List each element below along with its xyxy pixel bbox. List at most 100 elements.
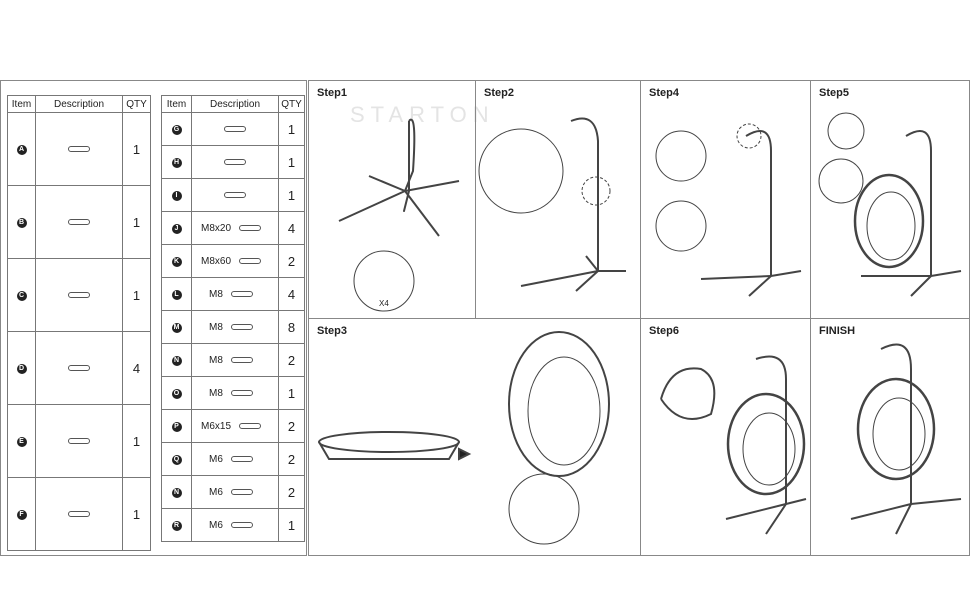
part-row: G 1 <box>161 112 305 146</box>
part-qty: 1 <box>122 258 151 332</box>
part-qty: 1 <box>278 178 305 212</box>
part-qty: 1 <box>122 404 151 478</box>
washer-icon <box>230 455 253 462</box>
cushion-icon <box>68 437 90 444</box>
step6-panel: Step6 <box>640 318 811 556</box>
part-qty: 2 <box>278 409 305 443</box>
part-row: E 1 <box>7 404 151 478</box>
step1-panel: Step1 X4 <box>308 80 476 319</box>
part-row: K M8x60 2 <box>161 244 305 278</box>
item-letter: L <box>171 290 182 300</box>
bolt-icon <box>239 422 261 429</box>
washer-icon <box>230 323 253 330</box>
part-qty: 2 <box>278 244 305 278</box>
header-description: Description <box>35 95 123 113</box>
item-letter: Q <box>171 455 182 465</box>
step1-diagram <box>338 118 460 312</box>
part-qty: 1 <box>278 508 305 542</box>
egg-chair-basket-icon <box>68 145 90 152</box>
part-row: J M8x20 4 <box>161 211 305 245</box>
item-letter: F <box>16 510 27 520</box>
part-row: O M8 1 <box>161 376 305 410</box>
part-row: N M8 2 <box>161 343 305 377</box>
part-qty: 1 <box>278 112 305 146</box>
step4-title: Step4 <box>649 87 679 99</box>
part-row: B 1 <box>7 185 151 259</box>
item-letter: B <box>16 218 27 228</box>
item-letter: J <box>171 224 182 234</box>
item-letter: R <box>171 521 182 531</box>
item-letter: H <box>171 158 182 168</box>
part-row: N M6 2 <box>161 475 305 509</box>
item-letter: M <box>171 323 182 333</box>
finish-panel: FINISH <box>810 318 970 556</box>
item-letter: G <box>171 125 182 135</box>
part-qty: 1 <box>278 376 305 410</box>
part-row: P M6x15 2 <box>161 409 305 443</box>
part-description: M8x20 <box>200 222 231 234</box>
step3-panel: Step3 <box>308 318 641 556</box>
step4-diagram <box>655 123 802 297</box>
item-letter: O <box>171 389 182 399</box>
part-qty: 4 <box>122 331 151 405</box>
nut-icon <box>230 488 253 495</box>
spring-icon <box>224 191 246 198</box>
item-letter: E <box>16 437 27 447</box>
step5-title: Step5 <box>819 87 849 99</box>
part-qty: 1 <box>122 477 151 551</box>
part-qty: 1 <box>122 185 151 259</box>
step4-panel: Step4 <box>640 80 811 319</box>
item-letter: D <box>16 364 27 374</box>
step3-diagram <box>318 331 610 545</box>
header-qty: QTY <box>122 95 151 113</box>
header-item: Item <box>161 95 192 113</box>
header-qty: QTY <box>278 95 305 113</box>
part-row: C 1 <box>7 258 151 332</box>
part-description: M8 <box>209 288 223 300</box>
part-row: M M8 8 <box>161 310 305 344</box>
finish-title: FINISH <box>819 325 856 337</box>
part-row: L M8 4 <box>161 277 305 311</box>
item-letter: N <box>171 488 182 498</box>
bolt-icon <box>239 224 261 231</box>
part-description: M6 <box>209 519 223 531</box>
carabiner-icon <box>224 125 246 132</box>
item-letter: C <box>16 291 27 301</box>
item-letter: I <box>171 191 182 201</box>
step5-diagram <box>818 112 962 297</box>
step1-title: Step1 <box>317 87 347 99</box>
item-letter: A <box>16 145 27 155</box>
item-letter: N <box>171 356 182 366</box>
step3-title: Step3 <box>317 325 347 337</box>
watermark: STARTON <box>350 102 495 127</box>
header-item: Item <box>7 95 36 113</box>
part-description: M8 <box>209 387 223 399</box>
part-row: A 1 <box>7 112 151 186</box>
step1-label-x4: X4 <box>379 299 389 308</box>
part-description: M8x60 <box>200 255 231 267</box>
part-row: Q M6 2 <box>161 442 305 476</box>
part-row: H 1 <box>161 145 305 179</box>
part-qty: 2 <box>278 343 305 377</box>
base-leg-icon <box>68 364 90 371</box>
part-qty: 4 <box>278 211 305 245</box>
part-qty: 2 <box>278 475 305 509</box>
part-description: M6x15 <box>200 420 231 432</box>
part-description: M6 <box>209 486 223 498</box>
part-qty: 2 <box>278 442 305 476</box>
part-row: D 4 <box>7 331 151 405</box>
step6-diagram <box>660 355 807 535</box>
part-description: M6 <box>209 453 223 465</box>
part-description: M8 <box>209 321 223 333</box>
part-qty: 1 <box>122 112 151 186</box>
chain-icon <box>68 510 90 517</box>
part-row: R M6 1 <box>161 508 305 542</box>
part-qty: 8 <box>278 310 305 344</box>
header-description: Description <box>191 95 279 113</box>
step2-diagram <box>478 117 626 292</box>
curved-stand-pole-icon <box>68 291 90 298</box>
pin-icon <box>224 158 246 165</box>
